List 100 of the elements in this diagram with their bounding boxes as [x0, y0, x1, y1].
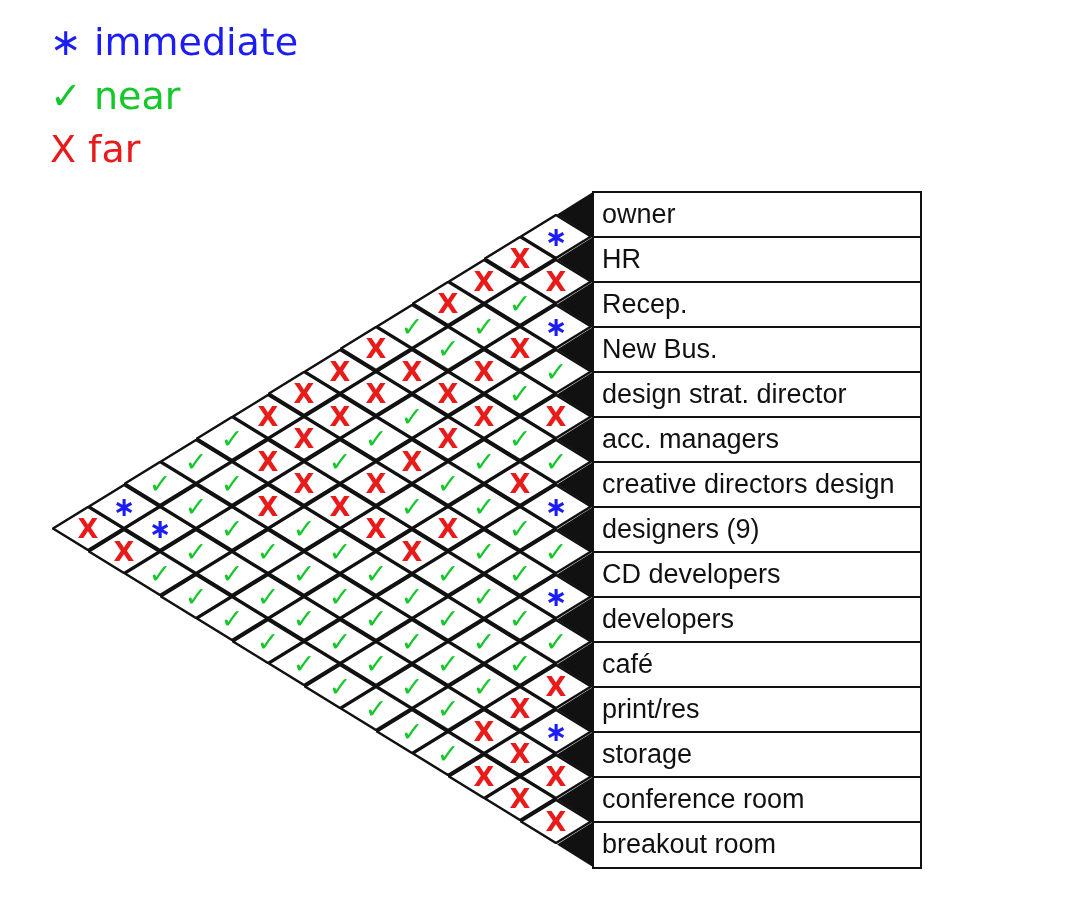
rating-symbol: ✓ [544, 627, 568, 655]
rating-symbol: ✓ [292, 650, 316, 677]
rating-symbol: ✓ [364, 695, 388, 722]
rating-symbol: ∗ [544, 492, 568, 520]
rating-symbol: X [509, 470, 531, 497]
label-row [592, 236, 922, 284]
rating-symbol: ✓ [544, 357, 568, 385]
rating-symbol: ✓ [328, 672, 352, 700]
role-label: Recep. [602, 289, 688, 320]
role-label: owner [602, 199, 676, 230]
rating-symbol: X [545, 402, 567, 430]
rating-symbol: X [329, 402, 351, 430]
rating-symbol: ✓ [436, 335, 460, 362]
role-label: conference room [602, 784, 805, 815]
rating-symbol: ✓ [436, 560, 460, 587]
legend-label: X far [50, 127, 141, 173]
rating-symbol: ✓ [508, 515, 532, 542]
rating-symbol: X [545, 807, 567, 835]
label-row [592, 641, 922, 689]
rating-symbol: ✓ [364, 425, 388, 452]
rating-symbol: ✓ [508, 290, 532, 317]
rating-symbol: ✓ [508, 380, 532, 407]
role-label: breakout room [602, 829, 777, 860]
label-row [592, 506, 922, 554]
rating-symbol: X [545, 672, 567, 700]
legend-label: ✓ near [50, 73, 181, 120]
rating-symbol: ✓ [400, 717, 424, 745]
rating-symbol: X [113, 537, 135, 565]
rating-symbol: ✓ [472, 492, 496, 520]
rating-symbol: ∗ [544, 717, 568, 745]
role-label: New Bus. [602, 334, 718, 365]
rating-symbol: X [473, 267, 495, 295]
rating-symbol: X [509, 785, 531, 812]
rating-symbol: ✓ [184, 582, 208, 610]
rating-symbol: X [293, 470, 315, 497]
rating-symbol: X [365, 335, 387, 362]
rating-symbol: X [545, 267, 567, 295]
rating-symbol: ✓ [220, 605, 244, 632]
rating-symbol: ✓ [148, 470, 172, 497]
label-row [592, 416, 922, 464]
label-row [592, 326, 922, 374]
rating-symbol: ∗ [148, 515, 172, 542]
rating-symbol: X [437, 290, 459, 317]
rating-symbol: X [473, 762, 495, 790]
rating-symbol: ∗ [544, 582, 568, 610]
rating-symbol: X [257, 492, 279, 520]
rating-symbol: ✓ [364, 650, 388, 677]
rating-symbol: X [509, 740, 531, 767]
rating-symbol: X [437, 380, 459, 407]
rating-symbol: X [509, 245, 531, 272]
rating-symbol: ✓ [400, 627, 424, 655]
rating-symbol: ✓ [436, 650, 460, 677]
role-label: café [602, 649, 654, 680]
rating-symbol: ✓ [220, 560, 244, 587]
rating-symbol: ∗ [544, 222, 568, 250]
label-row [592, 461, 922, 509]
rating-symbol: X [77, 515, 99, 542]
rating-symbol: ✓ [544, 447, 568, 475]
rating-symbol: ✓ [400, 312, 424, 340]
rating-symbol: X [509, 695, 531, 722]
role-label: storage [602, 739, 693, 770]
rating-symbol: X [365, 470, 387, 497]
label-row [592, 821, 922, 869]
role-label: designers (9) [602, 514, 760, 545]
rating-symbol: X [401, 447, 423, 475]
rating-symbol: X [473, 717, 495, 745]
rating-symbol: ✓ [184, 492, 208, 520]
label-row [592, 731, 922, 779]
label-row [592, 281, 922, 329]
rating-symbol: X [473, 402, 495, 430]
rating-symbol: ✓ [472, 672, 496, 700]
label-row [592, 551, 922, 599]
rating-symbol: ✓ [148, 560, 172, 587]
rating-symbol: ✓ [292, 560, 316, 587]
rating-symbol: X [329, 357, 351, 385]
rating-symbol: ✓ [544, 537, 568, 565]
rating-symbol: ✓ [256, 582, 280, 610]
rating-symbol: X [365, 515, 387, 542]
rating-symbol: ✓ [256, 537, 280, 565]
rating-symbol: ✓ [436, 470, 460, 497]
rating-symbol: ✓ [472, 582, 496, 610]
rating-symbol: ✓ [328, 537, 352, 565]
rating-symbol: ✓ [400, 582, 424, 610]
rating-symbol: ✓ [400, 402, 424, 430]
rating-symbol: ✓ [328, 627, 352, 655]
label-row [592, 371, 922, 419]
role-label: CD developers [602, 559, 781, 590]
rating-symbol: ✓ [364, 605, 388, 632]
rating-symbol: ✓ [184, 537, 208, 565]
rating-symbol: ✓ [328, 447, 352, 475]
rating-symbol: ✓ [256, 627, 280, 655]
rating-symbol: X [437, 425, 459, 452]
rating-symbol: ✓ [184, 447, 208, 475]
rating-symbol: ✓ [472, 627, 496, 655]
rating-symbol: ✓ [364, 560, 388, 587]
rating-symbol: ✓ [472, 312, 496, 340]
role-label: acc. managers [602, 424, 780, 455]
rating-symbol: ✓ [472, 537, 496, 565]
rating-symbol: ∗ [112, 492, 136, 520]
rating-symbol: X [545, 762, 567, 790]
